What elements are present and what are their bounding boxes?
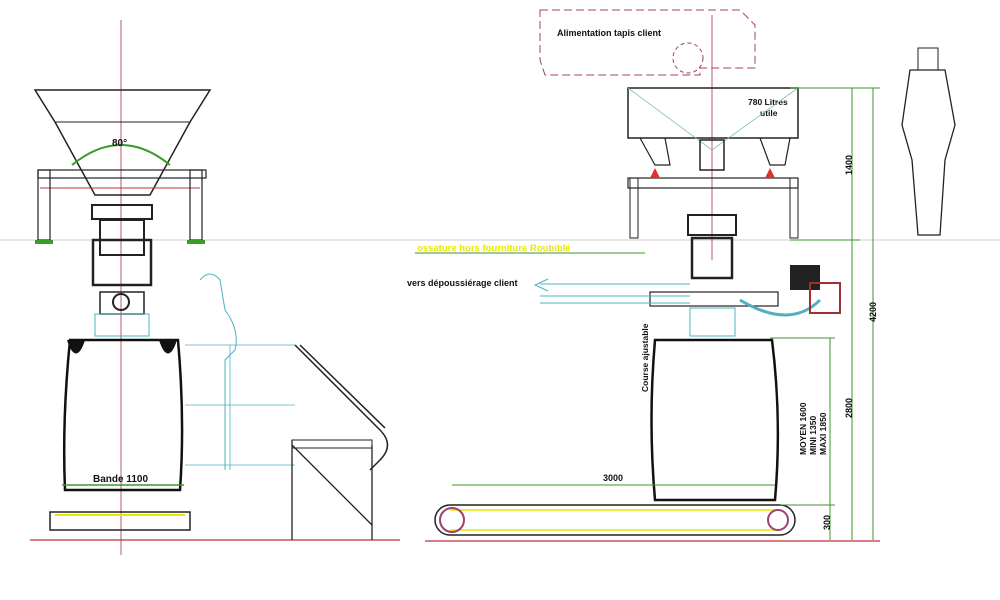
big-bag bbox=[62, 338, 184, 492]
human-silhouette bbox=[917, 47, 939, 71]
dim-2800: 2800 bbox=[844, 398, 854, 418]
stairs bbox=[294, 344, 389, 471]
dim-1400: 1400 bbox=[844, 155, 854, 175]
frame-note: ossature hors fourniture Roubiblé bbox=[417, 243, 571, 254]
side-view: Alimentation tapis client 780 Litres uti… bbox=[407, 9, 956, 536]
conveyor-length: 3000 bbox=[603, 473, 623, 483]
feed-label: Alimentation tapis client bbox=[557, 28, 661, 38]
volume-label: 780 Litres bbox=[748, 97, 788, 107]
dimensions bbox=[770, 87, 880, 540]
operator-ghost bbox=[199, 273, 237, 470]
dust-note: vers dépoussiérage client bbox=[407, 278, 518, 288]
conveyor-side bbox=[434, 504, 796, 536]
front-view: 80° Bande 1100 bbox=[33, 20, 389, 555]
belt-label: Bande 1100 bbox=[93, 474, 148, 485]
valve bbox=[91, 204, 153, 220]
customer-feed-conveyor bbox=[539, 9, 756, 76]
course-label: Course ajustable bbox=[640, 323, 650, 392]
dim-4200: 4200 bbox=[868, 302, 878, 322]
dim-300: 300 bbox=[822, 515, 832, 530]
hopper-side bbox=[627, 87, 799, 139]
height-maxi: MAXI 1850 bbox=[818, 412, 828, 455]
height-mini: MINI 1350 bbox=[808, 416, 818, 455]
volume-unit: utile bbox=[760, 108, 778, 118]
angle-arc bbox=[71, 144, 171, 166]
conveyor-base bbox=[49, 511, 191, 531]
angle-label: 80° bbox=[112, 138, 127, 149]
frame-beam bbox=[37, 169, 207, 179]
vibrator-motor bbox=[790, 265, 820, 290]
big-bag-side bbox=[650, 338, 780, 502]
height-moyen: MOYEN 1600 bbox=[798, 402, 808, 455]
